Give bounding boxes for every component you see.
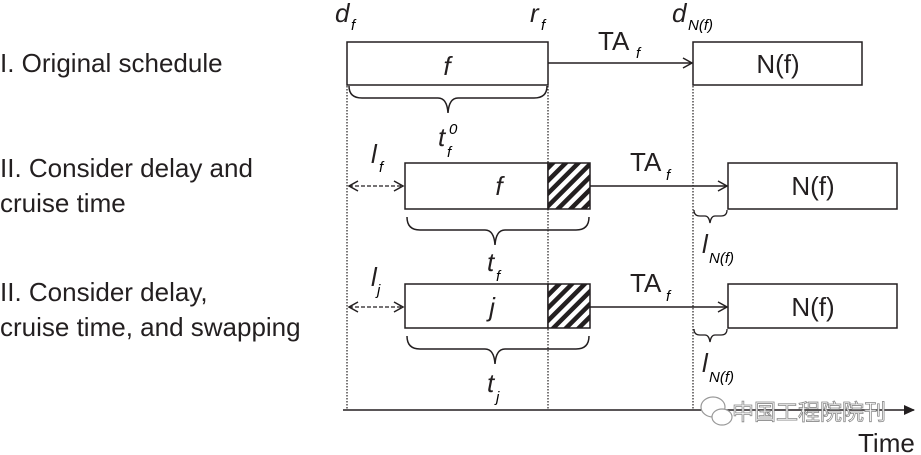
svg-text:f: f bbox=[636, 45, 642, 62]
svg-text:t: t bbox=[487, 247, 496, 277]
row2-turnaround-label: TA f bbox=[630, 147, 672, 184]
svg-text:0: 0 bbox=[449, 121, 458, 138]
svg-text:N(f): N(f) bbox=[709, 369, 734, 386]
svg-text:l: l bbox=[702, 229, 709, 259]
svg-text:f: f bbox=[351, 17, 357, 34]
departure-mark: d f bbox=[335, 0, 357, 34]
row3-delay-hatch bbox=[547, 283, 591, 329]
svg-text:f: f bbox=[496, 268, 502, 285]
row3-turnaround-label: TA f bbox=[630, 268, 672, 305]
row3-next-delay-brace bbox=[693, 328, 728, 343]
row3-delay-label: l j bbox=[371, 262, 381, 299]
svg-text:l: l bbox=[702, 348, 709, 378]
row1-duration-brace bbox=[348, 85, 548, 114]
watermark-text: 中国工程院院刊 bbox=[732, 401, 886, 426]
row1-flight-label: f bbox=[443, 51, 453, 81]
row2-label-line2: cruise time bbox=[0, 188, 126, 218]
row2-delay-hatch bbox=[547, 162, 591, 210]
row2-delay-label: l f bbox=[371, 139, 385, 176]
row3-flight-label: j bbox=[486, 292, 496, 322]
svg-text:d: d bbox=[335, 0, 351, 28]
svg-text:r: r bbox=[530, 0, 540, 28]
row3-next-delay-label: l N(f) bbox=[702, 348, 734, 386]
wechat-icon bbox=[700, 396, 733, 426]
row2-flight-label: f bbox=[495, 171, 505, 201]
svg-text:j: j bbox=[375, 282, 381, 299]
svg-text:N(f): N(f) bbox=[709, 250, 734, 267]
row2-flight-box bbox=[404, 162, 549, 210]
svg-text:f: f bbox=[666, 167, 672, 184]
row2-next-flight-box bbox=[727, 162, 898, 210]
row2-next-flight-label: N(f) bbox=[791, 171, 834, 201]
svg-text:l: l bbox=[371, 139, 378, 169]
arrival-mark: r f bbox=[530, 0, 547, 34]
time-axis-label: Time bbox=[858, 428, 915, 455]
row1-label: I. Original schedule bbox=[0, 48, 223, 78]
row2-duration-label: t f bbox=[487, 247, 502, 285]
row3-label-line2: cruise time, and swapping bbox=[0, 312, 301, 342]
row3-next-flight-box bbox=[727, 283, 898, 329]
row3-flight-box bbox=[404, 283, 549, 329]
svg-text:f: f bbox=[447, 144, 453, 161]
svg-text:j: j bbox=[494, 389, 500, 406]
row1-flight-box bbox=[346, 41, 549, 86]
row3-duration-brace bbox=[406, 335, 590, 365]
svg-text:l: l bbox=[371, 262, 378, 292]
svg-text:f: f bbox=[379, 159, 385, 176]
svg-text:t: t bbox=[438, 122, 447, 152]
row2-label-line1: II. Consider delay and bbox=[0, 153, 253, 183]
svg-text:t: t bbox=[487, 368, 496, 398]
svg-text:TA: TA bbox=[598, 26, 630, 56]
row2-next-delay-label: l N(f) bbox=[702, 229, 734, 267]
row2-next-delay-brace bbox=[693, 209, 728, 224]
svg-text:f: f bbox=[541, 17, 547, 34]
row1-turnaround-label: TA f bbox=[598, 26, 642, 62]
svg-text:f: f bbox=[666, 288, 672, 305]
row3-next-flight-label: N(f) bbox=[791, 292, 834, 322]
svg-text:N(f): N(f) bbox=[688, 17, 713, 34]
next-departure-mark: d N(f) bbox=[672, 0, 713, 34]
row1-duration-label: t 0 f bbox=[438, 121, 458, 161]
svg-text:d: d bbox=[672, 0, 688, 28]
row1-next-flight-label: N(f) bbox=[756, 49, 799, 79]
row1-next-flight-box bbox=[692, 41, 863, 86]
svg-text:TA: TA bbox=[630, 147, 662, 177]
svg-text:TA: TA bbox=[630, 268, 662, 298]
row3-duration-label: t j bbox=[487, 368, 500, 406]
row2-duration-brace bbox=[406, 216, 590, 246]
row3-label-line1: II. Consider delay, bbox=[0, 277, 208, 307]
